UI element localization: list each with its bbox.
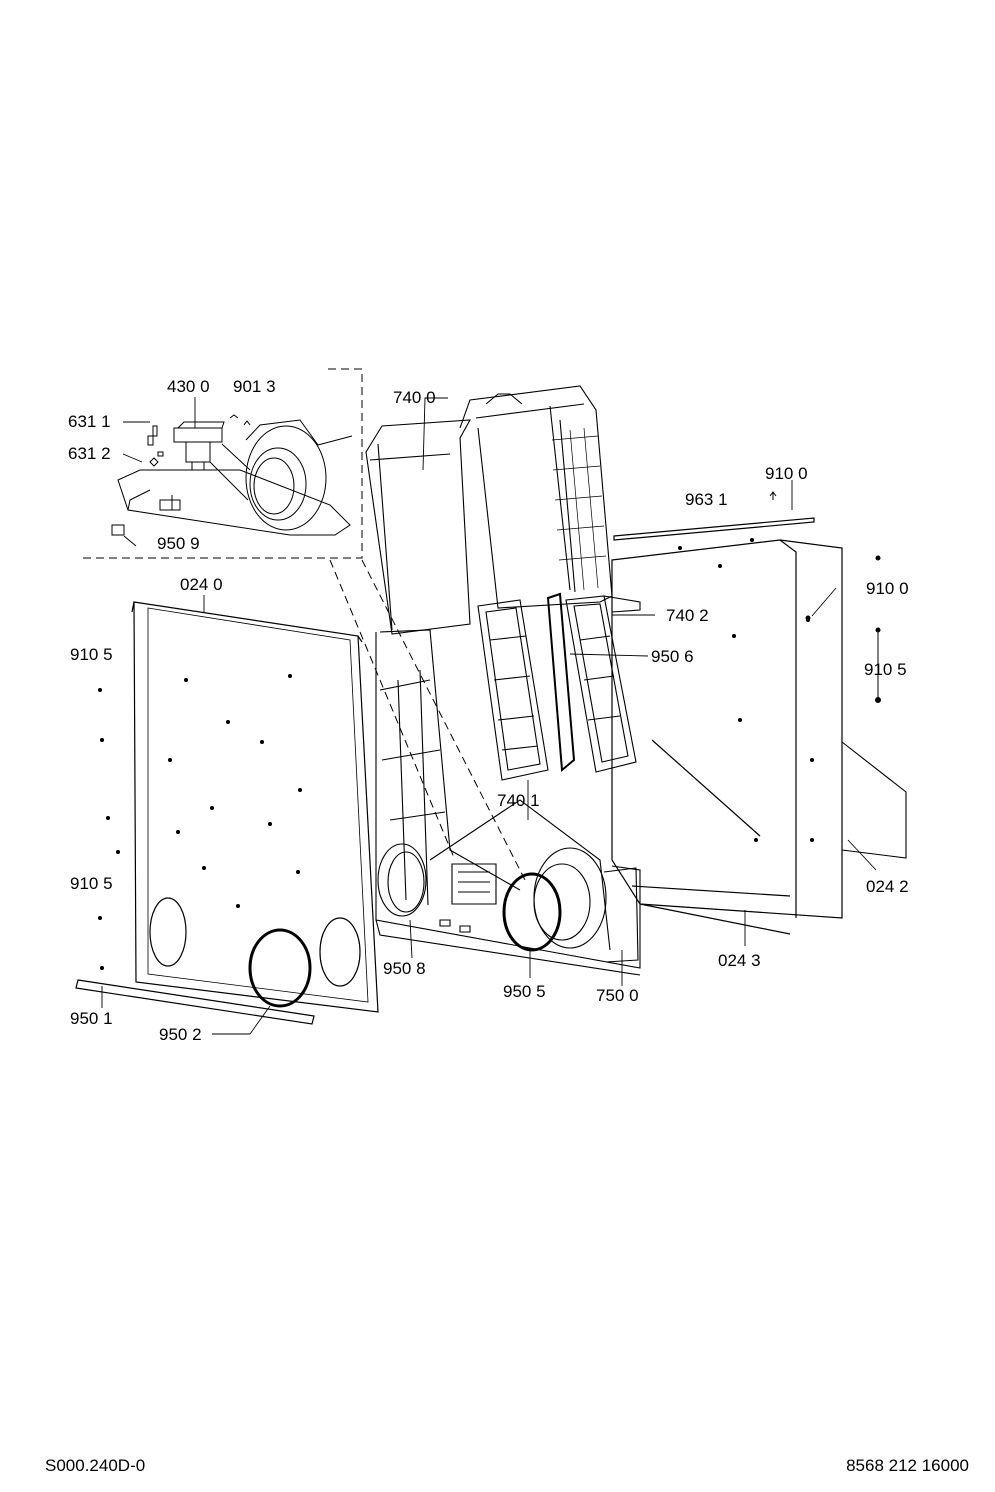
label-7400: 740 0: [393, 388, 436, 407]
label-0242: 024 2: [866, 877, 909, 896]
label-9502: 950 2: [159, 1025, 202, 1044]
ring-seal-9502: [248, 928, 312, 1008]
footer-drawing-code: S000.240D-0: [45, 1456, 146, 1475]
side-panel-0243: [611, 538, 843, 935]
filter-housing-7400: [365, 385, 613, 635]
label-6311: 631 1: [68, 412, 111, 431]
leader-lines: [101, 397, 877, 1035]
label-6312: 631 2: [68, 444, 111, 463]
label-7401: 740 1: [497, 791, 540, 810]
label-9508: 950 8: [383, 959, 426, 978]
screws: [769, 491, 881, 703]
label-9013: 901 3: [233, 377, 276, 396]
label-9105-left-top: 910 5: [70, 645, 113, 664]
back-panel-0240: [98, 601, 379, 1013]
label-9100-top: 910 0: [765, 464, 808, 483]
footer-part-number: 8568 212 16000: [846, 1456, 969, 1475]
label-9105-left-bottom: 910 5: [70, 874, 113, 893]
label-0243: 024 3: [718, 951, 761, 970]
bracket-0242: [841, 741, 907, 859]
label-9501: 950 1: [70, 1009, 113, 1028]
gasket-strip-9501: [75, 979, 315, 1025]
label-7500: 750 0: [596, 986, 639, 1005]
label-9506: 950 6: [651, 647, 694, 666]
label-9509: 950 9: [157, 534, 200, 553]
label-9505: 950 5: [503, 982, 546, 1001]
inset-detail: [78, 368, 526, 881]
bar-9631: [613, 517, 815, 541]
label-0240: 024 0: [180, 575, 223, 594]
label-4300: 430 0: [167, 377, 210, 396]
label-7402: 740 2: [666, 606, 709, 625]
filter-cassette-7402: [565, 595, 641, 773]
filter-cassette-7401: [477, 599, 549, 781]
label-9100-right: 910 0: [866, 579, 909, 598]
label-9631: 963 1: [685, 490, 728, 509]
central-duct-assembly: [375, 629, 641, 976]
seal-9506: [546, 592, 576, 773]
label-9105-right: 910 5: [864, 660, 907, 679]
